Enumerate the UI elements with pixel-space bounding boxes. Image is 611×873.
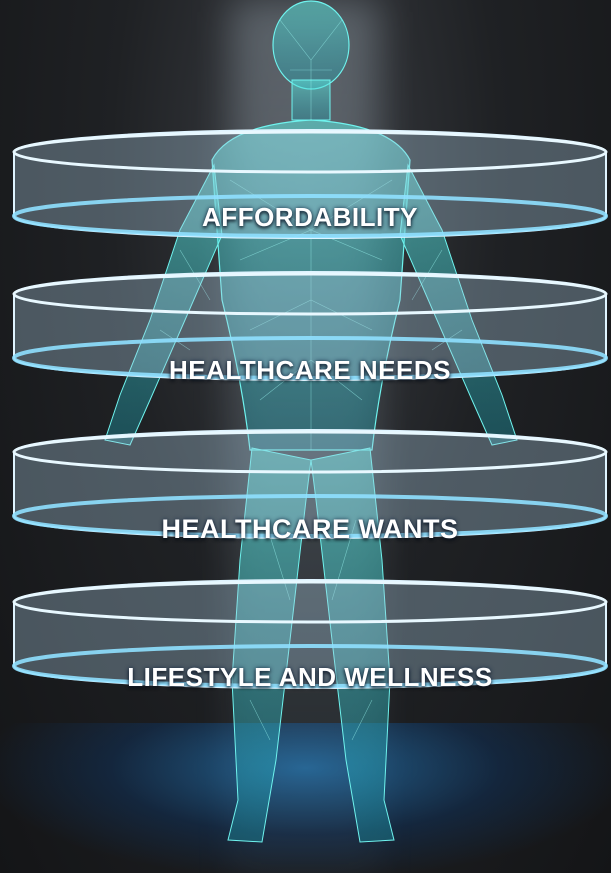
ring-healthcare-wants: HEALTHCARE WANTS (12, 429, 608, 558)
ring-lifestyle-and-wellness: LIFESTYLE AND WELLNESS (12, 579, 608, 708)
ring-band-graphic (12, 579, 608, 689)
ring-label: HEALTHCARE NEEDS (169, 355, 451, 385)
digital-floor-glow (0, 723, 611, 873)
ring-label: LIFESTYLE AND WELLNESS (127, 662, 493, 692)
ring-band-graphic (12, 429, 608, 539)
ring-label: AFFORDABILITY (202, 202, 418, 232)
ring-band-graphic (12, 129, 608, 239)
ring-label: HEALTHCARE WANTS (161, 514, 459, 544)
ring-affordability: AFFORDABILITY (12, 129, 608, 258)
ring-healthcare-needs: HEALTHCARE NEEDS (12, 271, 608, 400)
ring-band-graphic (12, 271, 608, 381)
